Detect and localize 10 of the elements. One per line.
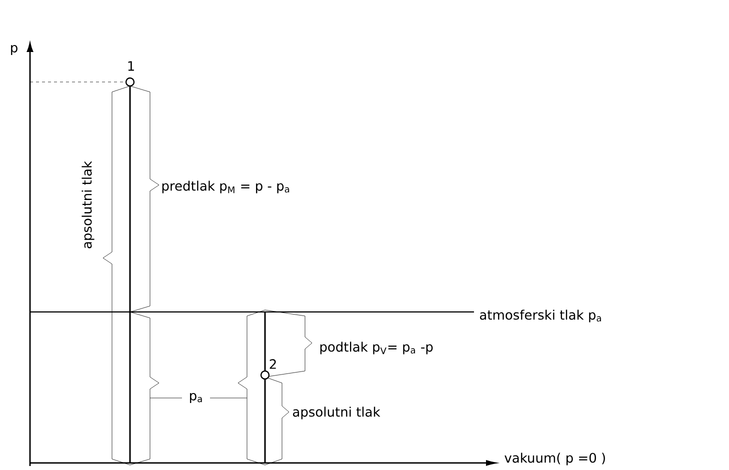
axis-label: p: [11, 45, 18, 55]
pressure-label: atmosferski tlak p$_{a}$: [480, 310, 601, 322]
pressure-label: p$_{a}$: [190, 393, 202, 403]
point-number: 2: [270, 359, 276, 369]
point-number: 1: [128, 61, 134, 71]
pressure-label: predtlak p$_{M}$ = p - p$_{a}$: [162, 180, 290, 194]
pressure-label: apsolutni tlak: [82, 160, 94, 248]
axis-label: vakuum( p =0 ): [504, 452, 605, 466]
pressure-label: apsolutni tlak: [293, 406, 380, 420]
pressure-label: podtlak p$_{V}$= p$_{a}$ -p: [320, 342, 433, 354]
